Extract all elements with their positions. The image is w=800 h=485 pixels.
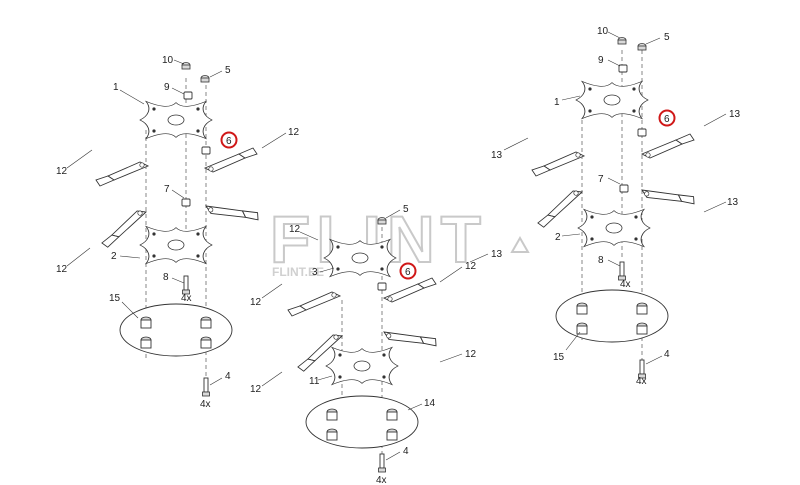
blade-holder-plate-part-2 [577,208,651,248]
label-part-12-a: 12 [288,127,300,138]
blade-part-12-upper-right [383,277,437,303]
blade-part-12-upper-right [204,147,258,173]
blade-part-12-upper-left [287,291,341,317]
base-disc-part-15 [119,303,233,357]
label-qty-part-4: 4x [636,376,647,387]
label-part-12-e: 12 [250,384,262,395]
label-part-11: 11 [309,376,320,387]
label-part-6: 6 [405,267,411,278]
label-part-5: 5 [403,204,409,215]
blade-part-13-lower-left [531,187,590,230]
blade-holder-plate-part-1 [575,80,649,120]
label-part-8: 8 [163,272,169,283]
label-part-12-b: 12 [56,166,68,177]
callouts-middle: 5 12 13 3 6 12 12 12 11 12 14 4 4x [250,204,503,485]
spacer-part-7 [181,198,191,207]
bolt-part-4 [202,377,210,397]
base-disc-part-14 [305,395,419,449]
label-part-5: 5 [664,32,670,43]
watermark-triangle-icon [510,235,530,253]
label-part-4: 4 [403,446,409,457]
blade-part-13-upper-right [641,133,695,159]
label-part-12-b: 12 [465,261,477,272]
highlight-ring-part-6 [658,109,676,127]
washer-part-9 [183,91,193,100]
label-part-1: 1 [113,82,119,93]
blade-holder-plate-part-3 [323,238,397,278]
label-part-12-c: 12 [250,297,262,308]
label-part-6: 6 [664,114,670,125]
highlight-ring-part-6 [399,262,417,280]
label-part-13-c: 13 [727,197,739,208]
label-part-12-a: 12 [289,224,301,235]
label-qty-part-4: 4x [200,399,211,410]
label-part-10: 10 [597,26,609,37]
bolt-part-8 [182,275,190,295]
assembly-left: 10 9 5 1 6 12 12 7 12 2 8 4x 15 4 [56,55,300,410]
callouts-left: 10 9 5 1 6 12 12 7 12 2 8 4x 15 4 [56,55,300,410]
label-part-3: 3 [312,267,318,278]
blade-part-13-upper-left [531,151,585,177]
spacer-part-6 [637,128,647,137]
label-part-2: 2 [111,251,117,262]
label-part-4: 4 [225,371,231,382]
nut-part-10 [617,37,627,45]
spacer-part-7 [619,184,629,193]
label-part-13-a: 13 [729,109,741,120]
label-part-7: 7 [164,184,170,195]
bolt-part-8 [618,261,626,281]
label-part-1: 1 [554,97,560,108]
label-qty-part-4: 4x [376,475,387,485]
assembly-right: 10 5 9 1 6 13 13 7 13 2 8 4x 15 4 [491,26,741,387]
flint-watermark: FLINT FLINT.EE [269,201,530,279]
lock-nut-part-5 [637,43,647,51]
spacer-part-6 [377,282,387,291]
label-part-14: 14 [424,398,436,409]
washer-part-9 [618,64,628,73]
label-part-5: 5 [225,65,231,76]
label-part-10: 10 [162,55,174,66]
blade-holder-plate-part-1 [139,100,213,140]
assembly-middle: 5 12 13 3 6 12 12 12 11 12 14 4 4x [250,204,503,485]
lock-nut-part-5 [377,217,387,225]
label-qty-part-8: 4x [620,279,631,290]
label-part-9: 9 [164,82,170,93]
label-part-8: 8 [598,255,604,266]
bolt-part-4 [378,453,386,473]
base-disc-part-15 [555,289,669,343]
label-part-12-c: 12 [56,264,68,275]
label-part-12-d: 12 [465,349,477,360]
blade-part-12-lower-right [203,188,262,236]
blade-holder-plate-part-11 [325,346,399,386]
blade-holder-plate-part-2 [139,225,213,265]
callouts-right: 10 5 9 1 6 13 13 7 13 2 8 4x 15 4 [491,26,741,387]
highlight-ring-part-6 [220,131,238,149]
label-part-9: 9 [598,55,604,66]
label-part-13-b: 13 [491,150,503,161]
watermark-url: FLINT.EE [272,265,324,279]
label-part-4: 4 [664,349,670,360]
label-qty-part-8: 4x [181,293,192,304]
label-part-15: 15 [109,293,121,304]
label-part-13: 13 [491,249,503,260]
blade-part-12-upper-left [95,161,149,187]
label-part-6: 6 [226,136,232,147]
lock-nut-part-5 [200,75,210,83]
label-part-2: 2 [555,232,561,243]
blade-part-12-lower-right [381,314,440,362]
blade-part-13-lower-right [639,172,698,220]
spacer-part-6 [201,146,211,155]
label-part-7: 7 [598,174,604,185]
label-part-15: 15 [553,352,565,363]
